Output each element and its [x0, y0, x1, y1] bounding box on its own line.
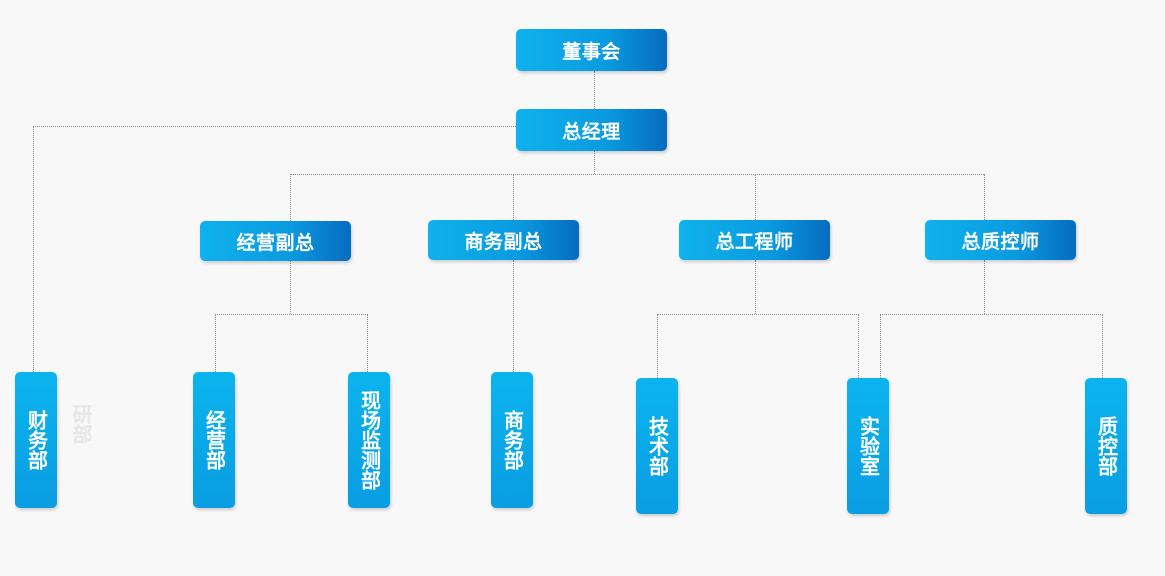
dept-box-jingying: 经营部	[193, 372, 235, 508]
connector-deputy-1-bar	[215, 314, 368, 315]
connector-dept-jishu	[657, 314, 658, 378]
board-box: 董事会	[516, 29, 667, 71]
connector-dept-zhikong	[1102, 314, 1103, 378]
connector-dept-shiyan-2	[880, 314, 881, 378]
connector-gm-finance-top	[33, 126, 516, 127]
connector-deputy-1-up	[290, 174, 291, 221]
dept-box-zhikong: 质控部	[1085, 378, 1127, 514]
connector-board-gm	[594, 71, 595, 109]
deputy-box-shangwu: 商务副总	[428, 220, 579, 260]
dept-box-jishu: 技术部	[636, 378, 678, 514]
dept-box-shangwu: 商务部	[491, 372, 533, 508]
connector-gm-deputies	[594, 151, 595, 174]
faded-ghost-text: 研部	[69, 404, 93, 444]
connector-deputy-2-up	[513, 174, 514, 220]
connector-deputy-1-down	[290, 261, 291, 314]
connector-deputies-bar	[290, 174, 984, 175]
connector-deputy-4-bar	[880, 314, 1103, 315]
connector-dept-shiyan	[858, 314, 859, 378]
connector-deputy-3-up	[755, 174, 756, 220]
general-manager-box: 总经理	[516, 109, 667, 151]
deputy-box-chief-engineer: 总工程师	[679, 220, 830, 260]
connector-dept-jingying	[215, 314, 216, 372]
connector-deputy-4-up	[984, 174, 985, 220]
connector-deputy-4-down	[984, 260, 985, 314]
connector-deputy-3-down	[755, 260, 756, 314]
deputy-box-chief-qc: 总质控师	[925, 220, 1076, 260]
connector-deputy-3-bar	[657, 314, 859, 315]
dept-box-caiwu: 财务部	[15, 372, 57, 508]
connector-finance-down	[33, 126, 34, 372]
dept-box-shiyan: 实验室	[847, 378, 889, 514]
connector-deputy-2-down	[513, 260, 514, 372]
deputy-box-jingying: 经营副总	[200, 221, 351, 261]
dept-box-xianchang: 现场监测部	[348, 372, 390, 508]
connector-dept-xianchang	[367, 314, 368, 372]
